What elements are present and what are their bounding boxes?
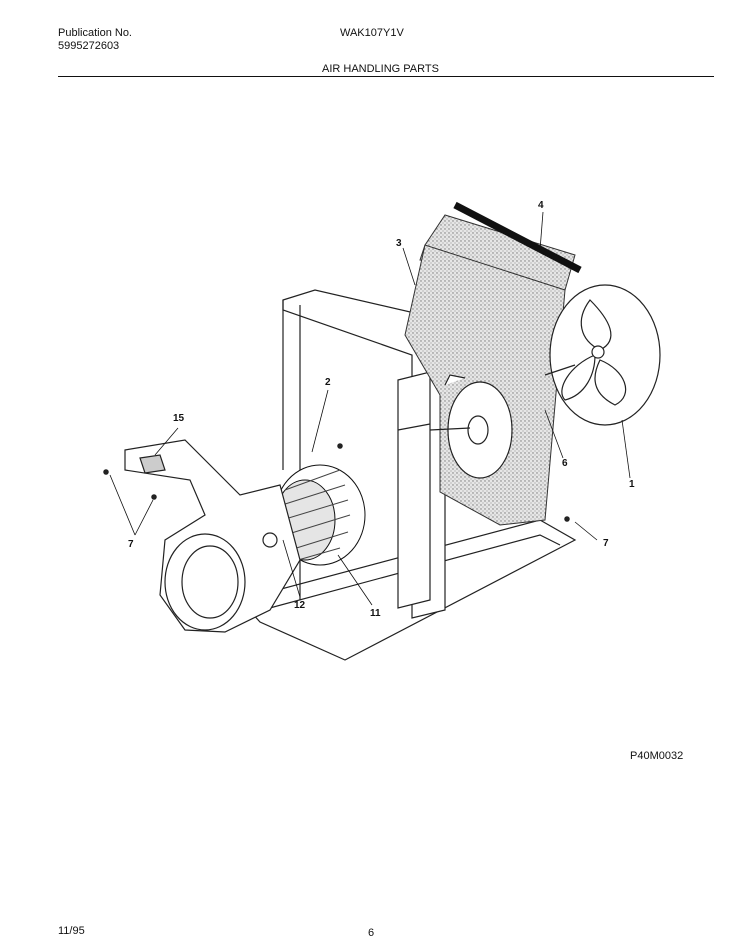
model-number: WAK107Y1V xyxy=(340,27,404,39)
screws xyxy=(103,443,570,522)
callout-12: 12 xyxy=(294,600,306,611)
callout-11: 11 xyxy=(370,608,381,619)
callout-1: 1 xyxy=(629,479,635,490)
footer-date: 11/95 xyxy=(58,925,85,937)
callout-4: 4 xyxy=(538,200,544,211)
callout-7-left: 7 xyxy=(128,539,134,550)
callout-7-right: 7 xyxy=(603,538,609,549)
page-number: 6 xyxy=(368,927,375,939)
diagram-code: P40M0032 xyxy=(630,750,684,762)
header-rule xyxy=(58,76,714,77)
condenser-fan xyxy=(544,284,661,426)
publication-label: Publication No. xyxy=(58,27,132,39)
callout-2: 2 xyxy=(325,377,331,388)
leader-lines xyxy=(109,211,631,606)
callout-6: 6 xyxy=(562,458,568,469)
callout-3: 3 xyxy=(396,238,402,249)
base-pan xyxy=(238,519,577,661)
callout-15: 15 xyxy=(173,413,185,424)
fan-motor xyxy=(429,374,513,479)
section-title: AIR HANDLING PARTS xyxy=(322,63,439,75)
publication-number: 5995272603 xyxy=(58,40,120,52)
blower-scroll xyxy=(124,439,301,633)
